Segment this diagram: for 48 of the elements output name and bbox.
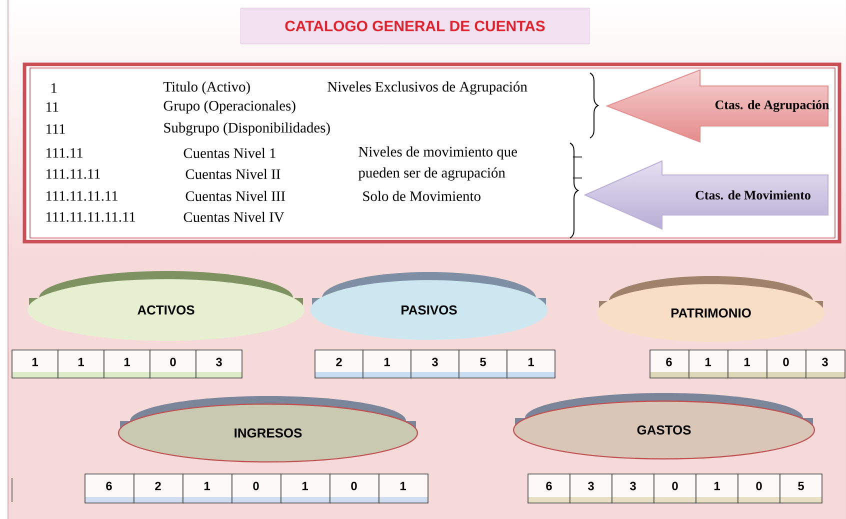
digit-cell: 1 [378, 474, 428, 504]
digit-cell: 3 [196, 350, 242, 378]
digit-cell: 1 [362, 350, 412, 378]
list-text: 11 [46, 102, 58, 112]
digit-cell: 6 [84, 474, 134, 504]
digit-cell: 6 [528, 474, 570, 504]
digit-cell: 1 [280, 474, 330, 504]
digit-cell: 0 [766, 350, 806, 378]
title-box: CATALOGO GENERAL DE CUENTAS [240, 8, 590, 44]
list-text: 111 [46, 124, 65, 134]
digit-cell: 1 [506, 350, 556, 378]
digit-cell: 6 [650, 350, 690, 378]
list-text: Subgrupo (Disponibilidades) [164, 122, 330, 136]
digit-cell: 1 [12, 350, 58, 378]
digit-cell: 0 [330, 474, 380, 504]
digit-cell: 3 [806, 350, 846, 378]
list-text: 1 [51, 83, 57, 93]
digit-cell: 3 [570, 474, 612, 504]
list-text: Cuentas Nivel III [186, 190, 285, 202]
digit-cell: 1 [688, 350, 728, 378]
digit-cell: 5 [780, 474, 822, 504]
list-text: Cuentas Nivel 1 [184, 148, 276, 158]
digit-cell: 2 [134, 474, 184, 504]
list-text: Cuentas Nivel II [186, 168, 280, 180]
list-text: 111.11.11 [46, 169, 100, 179]
digit-cell: 0 [738, 474, 780, 504]
digit-cell: 1 [696, 474, 738, 504]
list-text: pueden ser de agrupación [358, 167, 506, 181]
digit-cell: 0 [232, 474, 282, 504]
list-text: Grupo (Operacionales) [164, 100, 296, 114]
digit-cell: 1 [104, 350, 150, 378]
list-text: Titulo (Activo) [163, 81, 250, 95]
digit-cell: 1 [58, 350, 104, 378]
digit-cell: 3 [612, 474, 654, 504]
digit-cell: 0 [150, 350, 196, 378]
list-text: Niveles de movimiento que [358, 146, 517, 160]
digit-cell: 5 [458, 350, 508, 378]
digit-cell: 3 [410, 350, 460, 378]
list-text: 111.11 [46, 148, 82, 158]
list-text: Cuentas Nivel IV [184, 212, 284, 222]
digit-cell: 1 [728, 350, 768, 378]
digit-cell: 1 [182, 474, 232, 504]
digit-cell: 2 [314, 350, 364, 378]
list-text: Niveles Exclusivos de Agrupación [328, 81, 528, 95]
list-text: 111.11.11.11 [46, 191, 118, 201]
list-text: 111.11.11.11.11 [46, 212, 136, 222]
digit-cell: 0 [654, 474, 696, 504]
list-text: Solo de Movimiento [363, 190, 480, 202]
